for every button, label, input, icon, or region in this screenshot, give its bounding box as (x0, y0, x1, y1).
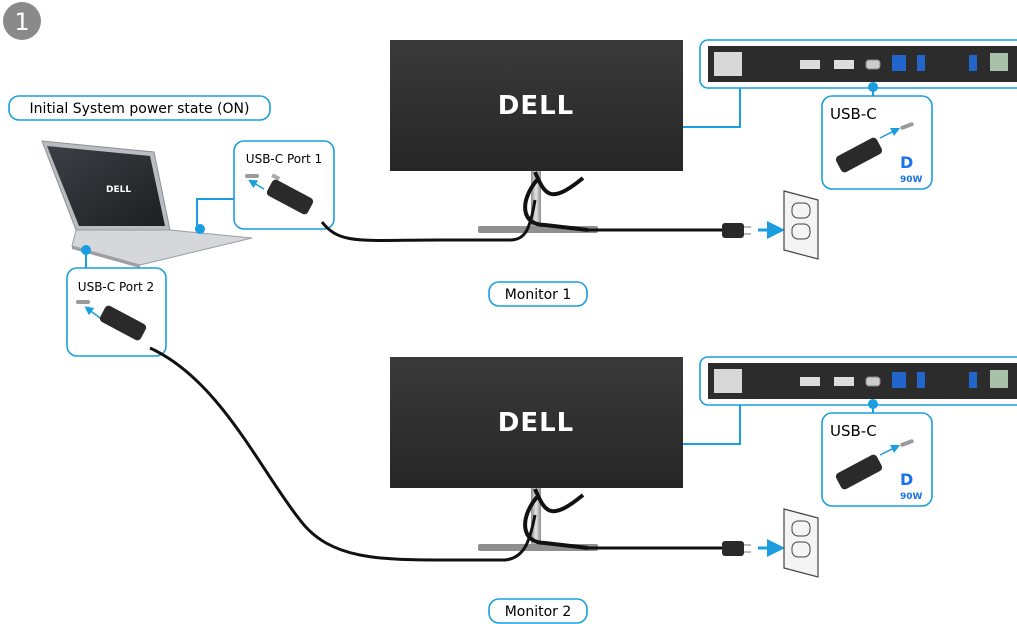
laptop: DELL (41, 140, 253, 268)
power-delivery-1-label: 90W (900, 175, 923, 185)
power-delivery-2-label: 90W (900, 492, 923, 502)
laptop-port1-callout: USB-C Port 1 (233, 140, 335, 230)
monitor1-port-callout: USB-C D 90W (821, 95, 933, 190)
monitor2-tag: Monitor 2 (488, 598, 588, 624)
power-delivery-icon: D 90W (900, 470, 923, 502)
laptop-port2-callout: USB-C Port 2 (66, 267, 167, 357)
laptop-logo: DELL (106, 185, 131, 195)
step-number: 1 (14, 8, 29, 36)
usb-c-plug-icon (835, 439, 914, 490)
svg-text:D: D (900, 470, 913, 489)
power-plug-icon (722, 223, 751, 238)
usb-c-plug-icon (76, 300, 147, 341)
monitor2-power (588, 508, 819, 578)
monitor1-tag: Monitor 1 (488, 281, 588, 307)
monitor1-label: Monitor 1 (505, 287, 572, 303)
monitor2-back-panel (699, 356, 1017, 413)
step-number-badge: 1 (3, 2, 41, 40)
power-plug-icon (722, 541, 751, 556)
monitor2-logo: DELL (498, 408, 574, 438)
svg-text:D: D (900, 153, 913, 172)
cable-laptop-to-monitor1 (320, 199, 537, 242)
laptop-port2-label: USB-C Port 2 (78, 280, 154, 294)
cable-laptop-to-monitor2 (149, 346, 537, 562)
monitor-1: DELL (390, 40, 741, 233)
power-state-label: Initial System power state (ON) (30, 101, 250, 117)
wall-outlet-icon (783, 508, 819, 578)
monitor1-power (588, 190, 819, 260)
usb-c-plug-icon (245, 173, 314, 215)
power-state-callout: Initial System power state (ON) (8, 95, 271, 121)
laptop-port1-label: USB-C Port 1 (246, 152, 322, 166)
monitor2-label: Monitor 2 (505, 604, 572, 620)
monitor-2: DELL (390, 357, 741, 551)
usb-c-plug-icon (835, 122, 914, 173)
wall-outlet-icon (783, 190, 819, 260)
monitor1-back-panel (699, 39, 1017, 96)
monitor1-logo: DELL (498, 91, 574, 121)
monitor2-port-callout: USB-C D 90W (821, 412, 933, 507)
monitor2-port-label: USB-C (830, 422, 877, 440)
power-delivery-icon: D 90W (900, 153, 923, 185)
monitor1-port-label: USB-C (830, 105, 877, 123)
